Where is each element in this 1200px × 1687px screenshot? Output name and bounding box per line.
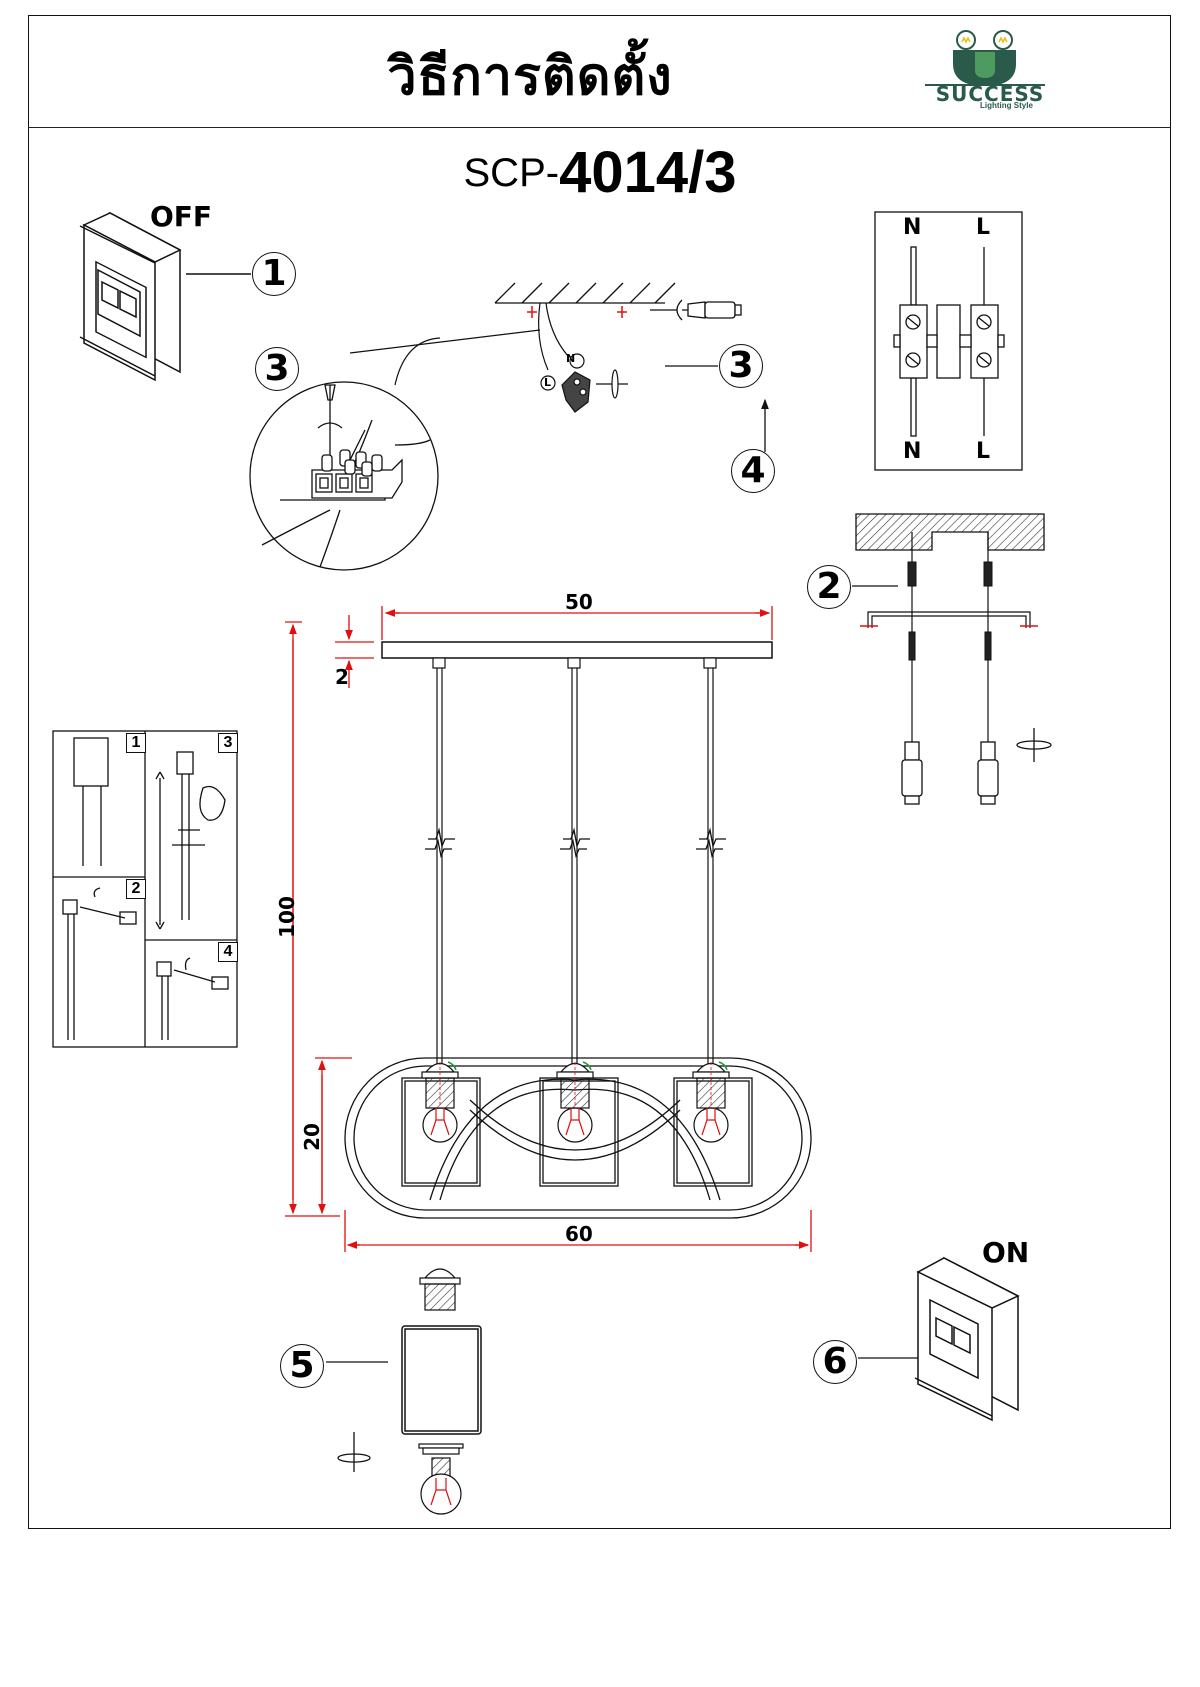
breaker-box-off-icon bbox=[79, 211, 182, 382]
page-frame bbox=[28, 15, 1171, 1529]
dim-shade-height: 20 bbox=[299, 1123, 324, 1151]
model-code: 4014/3 bbox=[559, 140, 737, 205]
wire-label-n: N bbox=[566, 352, 576, 365]
terminal-top-l: L bbox=[976, 215, 991, 240]
step-2-marker: 2 bbox=[807, 565, 851, 609]
on-label: ON bbox=[982, 1236, 1030, 1269]
lamp-2 bbox=[556, 1061, 594, 1143]
ceiling-slab-icon bbox=[855, 513, 1045, 551]
dimension-lines bbox=[285, 606, 812, 1252]
logo-brand-text: SUCCESS bbox=[935, 82, 1045, 106]
assembly-socket-icon bbox=[419, 1268, 461, 1311]
shade-ring-icon bbox=[418, 1443, 464, 1455]
terminal-block-detail-icon bbox=[311, 449, 403, 499]
model-prefix: SCP- bbox=[463, 151, 560, 195]
terminal-top-n: N bbox=[903, 215, 922, 240]
breaker-box-on-icon bbox=[914, 1256, 1020, 1422]
header-divider bbox=[28, 127, 1171, 128]
step-3-detail-marker: 3 bbox=[255, 347, 299, 391]
bulb-icon bbox=[420, 1457, 462, 1515]
logo-tagline: Lighting Style bbox=[980, 101, 1033, 110]
wall-plug-icon bbox=[907, 561, 993, 661]
glass-shade-icon bbox=[401, 1325, 482, 1435]
terminal-block-small-icon bbox=[540, 353, 628, 413]
step-5-marker: 5 bbox=[280, 1344, 324, 1388]
break-marks bbox=[425, 827, 726, 859]
rotate-icon bbox=[337, 1432, 371, 1472]
screw-point-markers bbox=[527, 306, 627, 318]
panel-2-number: 2 bbox=[126, 879, 146, 899]
page-title: วิธีการติดตั้ง bbox=[387, 47, 673, 107]
dim-canopy-height: 2 bbox=[335, 665, 349, 689]
panel-4-number: 4 bbox=[218, 942, 238, 962]
dim-fixture-width: 60 bbox=[565, 1222, 593, 1246]
dim-canopy-width: 50 bbox=[565, 590, 593, 614]
screwdriver-vertical-icon bbox=[901, 741, 999, 805]
lamp-1 bbox=[421, 1061, 459, 1143]
terminal-connector-icon bbox=[874, 211, 1023, 471]
logo-bulb-left bbox=[956, 30, 976, 50]
ceiling-wires bbox=[349, 302, 569, 386]
dim-total-height: 100 bbox=[274, 896, 299, 938]
step-1-marker: 1 bbox=[252, 252, 296, 296]
model-number: SCP-4014/3 bbox=[380, 140, 820, 221]
terminal-bottom-n: N bbox=[903, 439, 922, 464]
lamp-sockets bbox=[421, 1061, 730, 1143]
wire-label-l: L bbox=[544, 376, 552, 389]
panel-3-number: 3 bbox=[218, 733, 238, 753]
logo-u-inner bbox=[975, 52, 995, 78]
panel-1-number: 1 bbox=[126, 733, 146, 753]
terminal-bottom-l: L bbox=[976, 439, 991, 464]
rotate-icon bbox=[1016, 728, 1052, 762]
screwdriver-horizontal-icon bbox=[650, 299, 742, 321]
ceiling-hatch-icon bbox=[494, 282, 676, 304]
step-4-marker: 4 bbox=[731, 449, 775, 493]
off-label: OFF bbox=[150, 200, 213, 233]
canopy-plate bbox=[381, 641, 773, 659]
step-6-marker: 6 bbox=[813, 1340, 857, 1384]
step-3-marker: 3 bbox=[719, 344, 763, 388]
suspension-rods bbox=[432, 657, 717, 1065]
lamp-3 bbox=[692, 1061, 730, 1143]
logo-bulb-right bbox=[993, 30, 1013, 50]
mounting-bracket-icon bbox=[867, 532, 1031, 780]
